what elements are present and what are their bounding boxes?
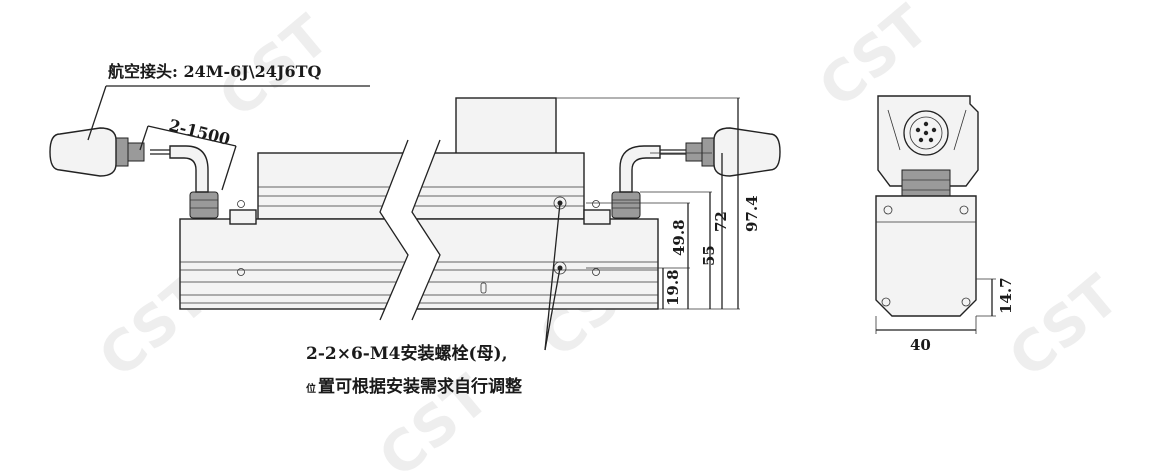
- dim-49-8: 49.8: [670, 219, 688, 256]
- cable-gland-right: [611, 191, 641, 219]
- dim-40: 40: [910, 336, 931, 354]
- dim-97-4: 97.4: [743, 195, 761, 232]
- connector-face: [903, 110, 949, 156]
- cable-gland-left: [189, 191, 219, 219]
- connector-pin: [923, 121, 929, 127]
- connector-pin: [915, 127, 921, 133]
- connector-pin: [928, 137, 934, 143]
- screw-label-line2: 置可根据安装需求自行调整: [318, 376, 522, 397]
- screw-leader: [544, 202, 561, 351]
- connector-leader: [87, 85, 107, 141]
- aviation-connector-left[interactable]: [49, 127, 117, 177]
- dim-19-8: 19.8: [664, 269, 682, 306]
- connector-pin: [923, 130, 929, 136]
- cable-elbow-right: [619, 145, 661, 193]
- cable-elbow-left: [169, 145, 209, 193]
- dim-72: 72: [712, 211, 730, 232]
- aviation-connector-right[interactable]: [713, 127, 781, 177]
- break-line-right: [411, 139, 441, 321]
- screw-label-small: 位: [306, 382, 316, 395]
- side-connector-housing: [877, 95, 979, 187]
- break-gap: [380, 140, 440, 320]
- connector-label: 航空接头: 24M-6J\24J6TQ: [108, 62, 322, 81]
- connector-pin: [931, 127, 937, 133]
- dim-55: 55: [700, 245, 718, 266]
- break-line-left: [379, 139, 409, 321]
- side-lower-body: [875, 195, 977, 317]
- dim-14-7: 14.7: [997, 277, 1015, 314]
- side-neck: [901, 169, 951, 201]
- connector-pin: [918, 137, 924, 143]
- screw-label-line1: 2-2×6-M4安装螺栓(母),: [306, 343, 508, 364]
- side-view: 14.7 40: [875, 95, 1015, 354]
- watermark: CST: [997, 263, 1131, 390]
